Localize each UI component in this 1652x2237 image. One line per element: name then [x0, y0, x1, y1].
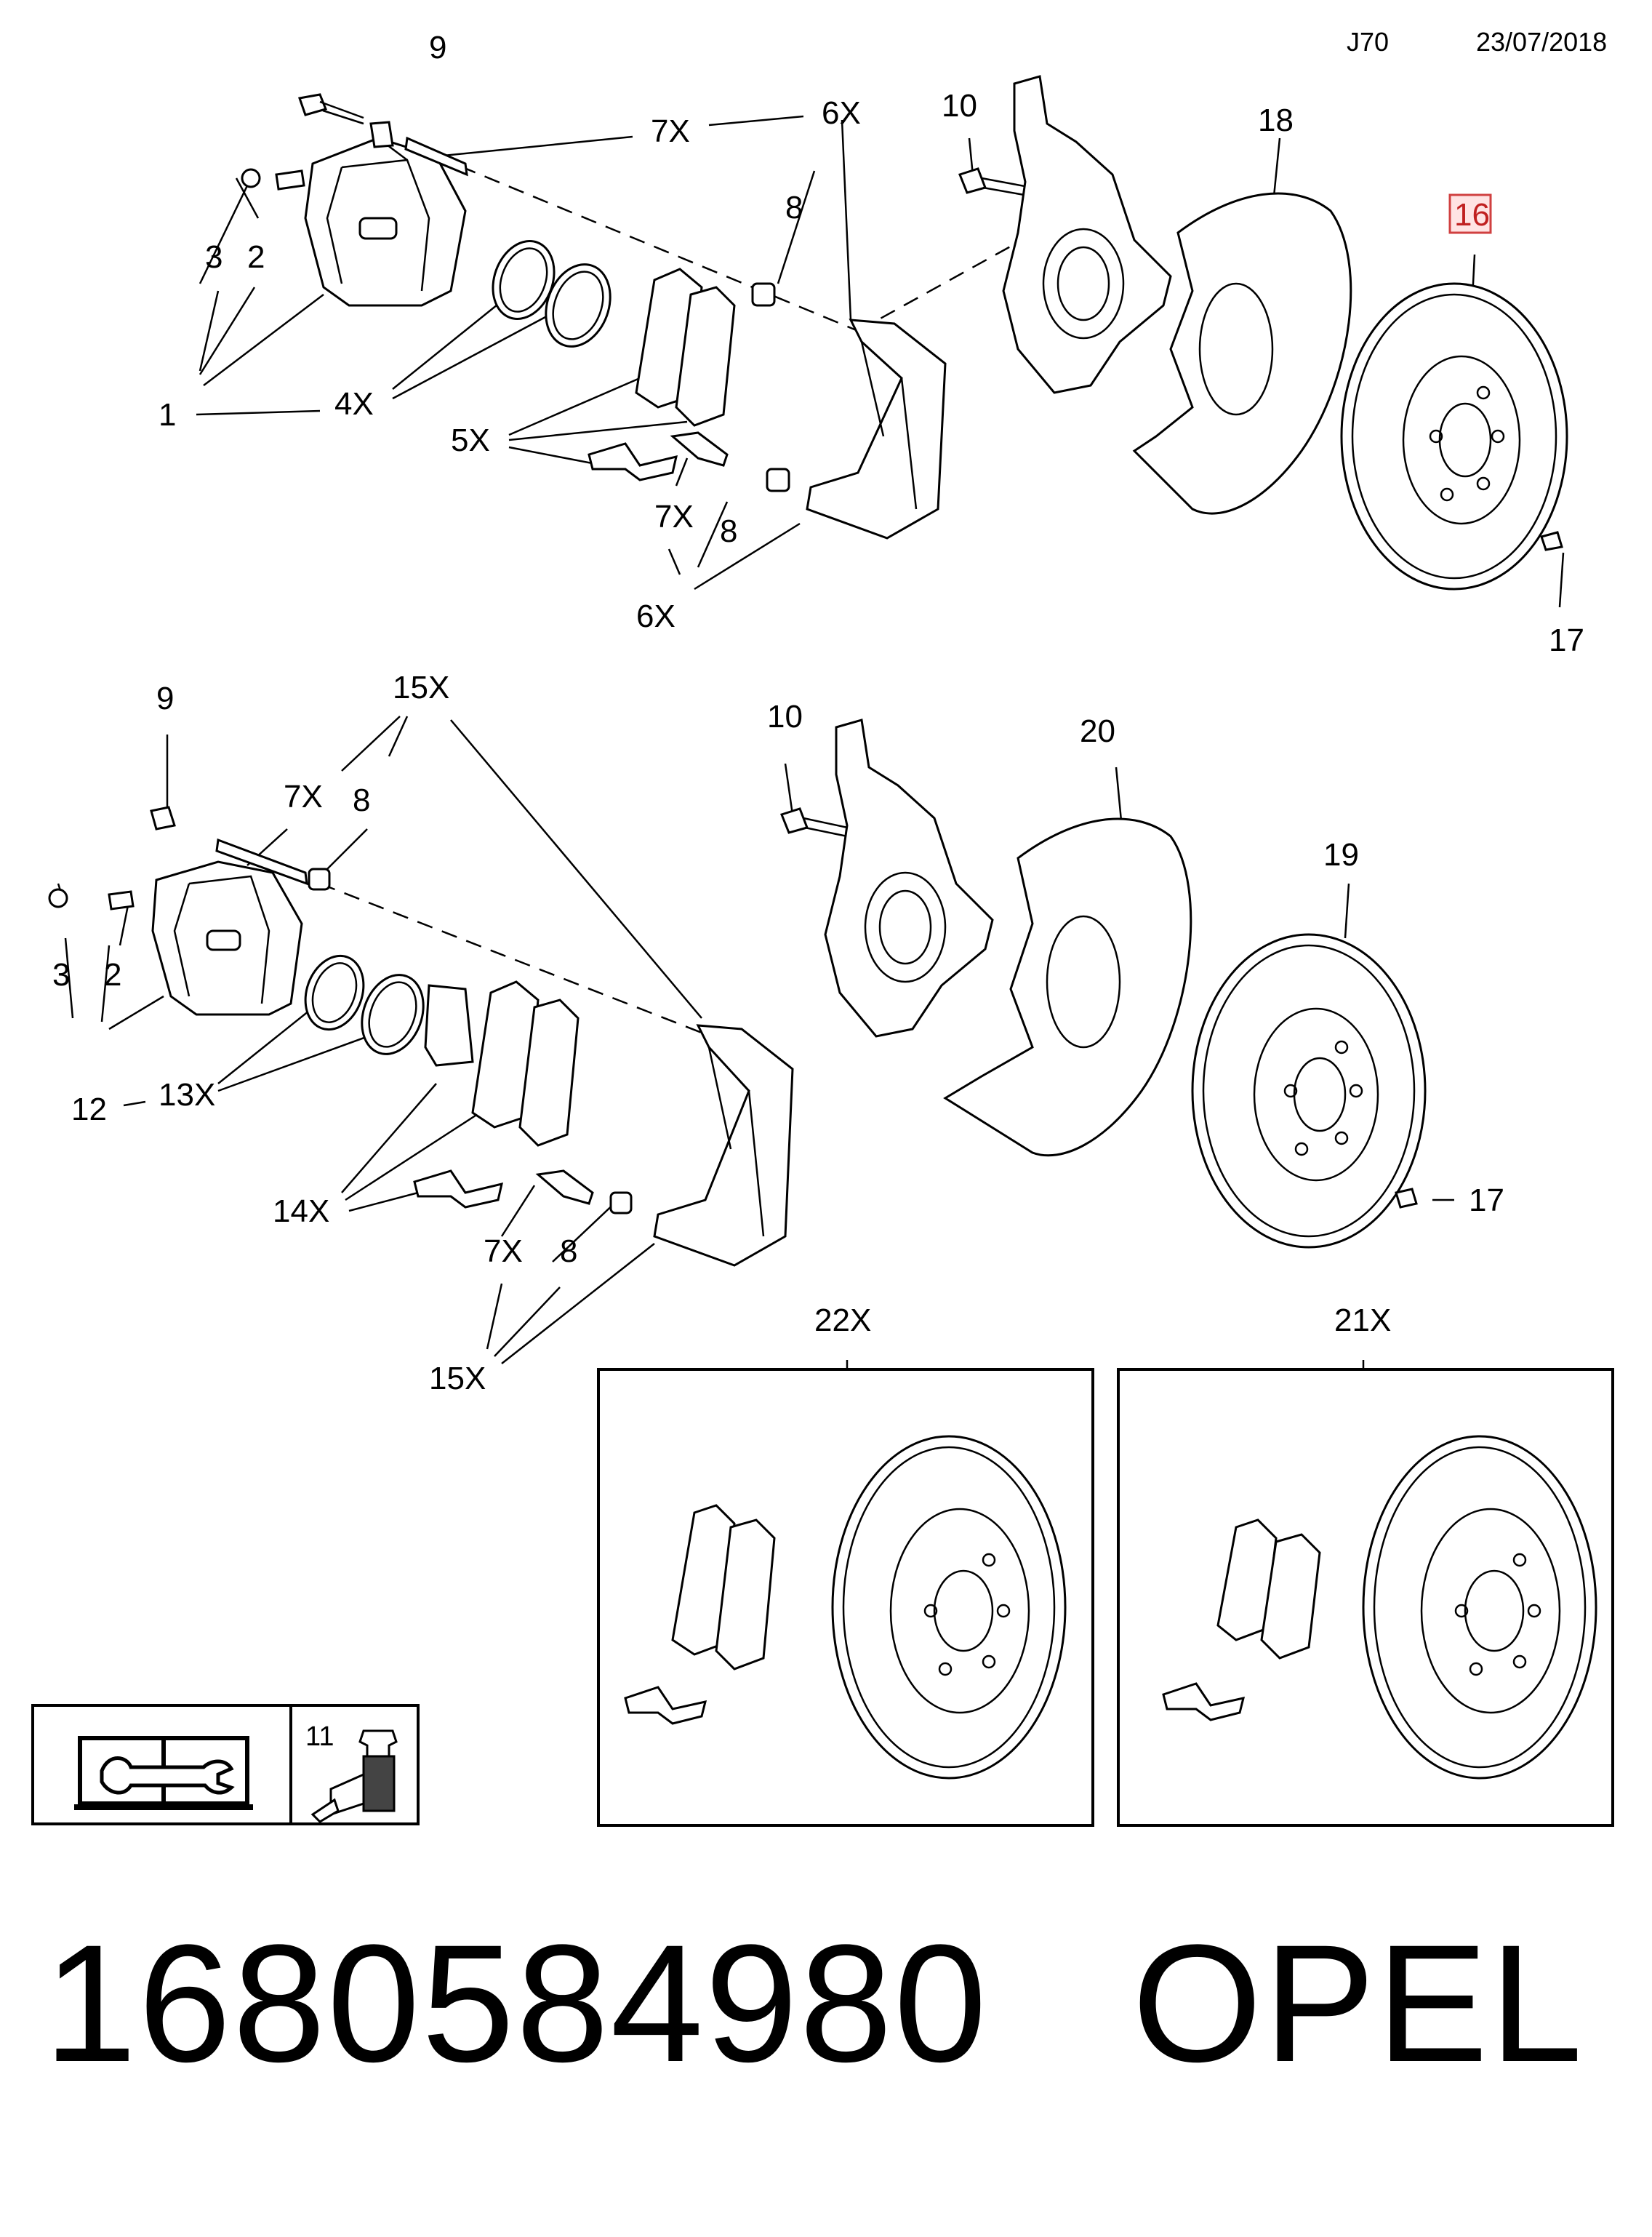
dust-shield-20	[943, 817, 1192, 1157]
brake-rotor-16	[1340, 282, 1568, 591]
callout-7x-mid-lower: 7X	[484, 1233, 523, 1269]
top-assembly: 9 7X 6X 10 18 16 3 2 8 1 4X 5X 7X 8 6X 1…	[159, 30, 1584, 658]
callout-6x-lower: 6X	[636, 599, 675, 634]
callout-7x: 7X	[651, 113, 690, 149]
callout-10: 10	[942, 88, 977, 124]
callout-10-mid: 10	[767, 699, 803, 735]
callout-9-mid: 9	[156, 681, 174, 716]
part-number: 1680584980	[44, 1910, 989, 2097]
brake-pads-top	[635, 268, 736, 427]
bolt-9-top	[298, 93, 364, 125]
callout-8-mid-lower: 8	[560, 1233, 577, 1269]
brand-name: OPEL	[1131, 1910, 1584, 2097]
callout-9: 9	[429, 30, 446, 65]
callout-17: 17	[1549, 623, 1584, 658]
callout-16-highlight	[1448, 193, 1492, 234]
header-code: J70	[1347, 27, 1389, 57]
repair-manual-icon	[74, 1736, 253, 1810]
callout-5x: 5X	[451, 423, 490, 458]
callout-8: 8	[785, 190, 803, 225]
caliper-carrier-middle	[653, 1024, 794, 1267]
callout-20: 20	[1080, 713, 1115, 749]
steering-knuckle-top	[1002, 75, 1172, 394]
callout-7x-mid: 7X	[284, 779, 323, 815]
callout-4x: 4X	[334, 386, 374, 422]
caliper-middle	[151, 860, 303, 1016]
callout-6x: 6X	[822, 95, 861, 131]
kit-22x	[597, 1368, 1094, 1827]
callout-2: 2	[247, 239, 265, 275]
callout-13x: 13X	[159, 1077, 215, 1113]
callout-16: 16	[1454, 197, 1490, 233]
part-number-footer: 1680584980 OPEL	[44, 1920, 1584, 2087]
caliper-carrier-top	[806, 319, 947, 540]
callout-3-mid: 3	[52, 957, 70, 993]
brake-rotor-19	[1191, 933, 1427, 1249]
brake-pads-middle	[471, 980, 580, 1147]
callout-3: 3	[205, 239, 222, 275]
callout-19: 19	[1323, 837, 1359, 873]
callout-8-lower: 8	[720, 513, 737, 549]
steering-knuckle-middle	[824, 719, 994, 1038]
callout-11: 11	[305, 1721, 334, 1752]
legend: 11	[31, 1704, 420, 1825]
bolt-10-top	[958, 167, 1033, 198]
callout-7x-lower: 7X	[654, 499, 694, 535]
callout-14x: 14X	[273, 1193, 329, 1229]
callout-15x: 15X	[393, 670, 449, 705]
callout-1: 1	[159, 397, 176, 433]
middle-assembly: 9 15X 10 20 7X 8 19 3 2 12 13X 14X 7X 8 …	[48, 670, 1504, 1396]
callout-12: 12	[71, 1092, 107, 1127]
callout-15x-lower: 15X	[429, 1361, 486, 1396]
callout-8-mid: 8	[353, 783, 370, 818]
lubricant-tube-icon	[310, 1729, 398, 1823]
callout-2-mid: 2	[104, 957, 121, 993]
callout-17-mid: 17	[1469, 1182, 1504, 1218]
kit-21x	[1117, 1368, 1614, 1827]
header-date: 23/07/2018	[1476, 27, 1607, 57]
callout-18: 18	[1258, 103, 1294, 138]
callout-22x: 22X	[814, 1302, 871, 1338]
caliper-top	[304, 121, 467, 307]
callout-21x: 21X	[1334, 1302, 1391, 1338]
dust-shield-18	[1132, 192, 1352, 515]
